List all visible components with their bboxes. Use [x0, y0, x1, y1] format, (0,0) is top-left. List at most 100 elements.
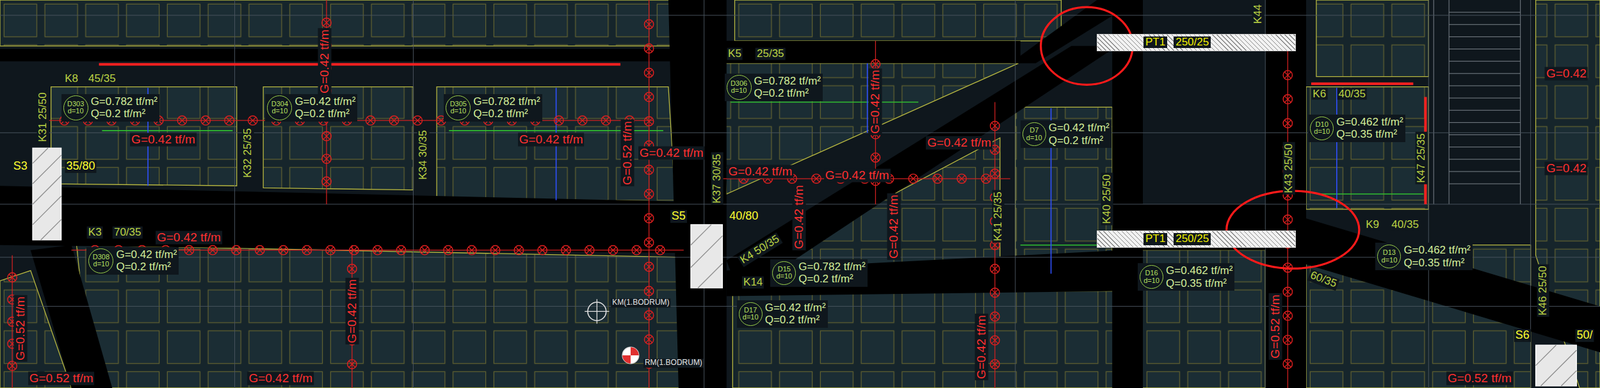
slab-id-text: D10: [1315, 121, 1329, 129]
load-mark: [322, 154, 332, 164]
slab-id-text: D304: [271, 100, 289, 109]
load-mark-cross: [280, 247, 287, 254]
beam-label: 40/35: [1336, 87, 1367, 100]
load-mark: [537, 245, 547, 255]
load-mark-cross: [610, 247, 617, 254]
load-mark-cross: [374, 247, 381, 254]
line-load-label: G=0.42 tf/m: [155, 231, 223, 245]
beam-label: K3: [87, 226, 104, 239]
load-mark-cross: [872, 60, 880, 68]
load-mark: [201, 115, 211, 125]
load-mark: [644, 165, 654, 175]
column-hatch: [32, 147, 1577, 387]
load-mark-cross: [304, 247, 311, 254]
load-mark-cross: [539, 247, 546, 254]
load-mark-cross: [202, 117, 209, 124]
slab-load-column: G=0.782 tf/m²Q=0.2 tf/m²: [473, 95, 540, 121]
load-mark-cross: [646, 166, 653, 173]
load-mark-cross: [646, 263, 653, 271]
stair-lines: [1433, 0, 1520, 205]
load-mark: [322, 131, 332, 141]
load-mark: [231, 245, 241, 255]
load-mark: [981, 174, 991, 184]
beam-label: K43 25/50: [1283, 142, 1296, 195]
load-mark-cross: [646, 45, 653, 52]
load-mark: [467, 245, 477, 255]
slab-load-text: G=0.462 tf/m²: [1403, 243, 1471, 257]
load-mark-cross: [1284, 96, 1292, 103]
load-mark-cross: [646, 118, 653, 125]
load-mark-cross: [398, 247, 405, 254]
load-mark: [932, 174, 942, 184]
slab-id-text: d=10: [775, 272, 792, 281]
load-mark-cross: [934, 175, 941, 182]
load-mark: [248, 115, 258, 125]
load-mark: [322, 17, 332, 27]
load-mark-cross: [610, 247, 617, 254]
load-mark-cross: [1284, 96, 1292, 103]
slab-id-text: d=10: [1313, 128, 1330, 136]
load-mark-cross: [646, 215, 653, 222]
load-mark: [514, 245, 524, 255]
load-mark-cross: [350, 247, 358, 254]
beam-label: K46 25/50: [1536, 264, 1549, 317]
load-mark: [554, 115, 564, 125]
line-load-label: G=0.42 tf/m: [726, 164, 794, 178]
load-mark-cross: [646, 94, 653, 101]
beam-label: K5: [726, 48, 743, 61]
slab-load-text: Q=0.35 tf/m²: [1336, 128, 1403, 141]
load-mark-cross: [391, 117, 398, 124]
load-mark-cross: [991, 361, 999, 368]
line-load-label: G=0.52 tf/m: [1268, 293, 1283, 360]
load-mark-cross: [813, 175, 820, 182]
reference-point-label: KM(1.BODRUM): [610, 298, 671, 308]
load-mark-cross: [991, 170, 999, 177]
load-mark-cross: [646, 263, 653, 271]
load-mark: [608, 245, 618, 255]
load-mark-cross: [813, 175, 820, 182]
load-mark-cross: [646, 288, 653, 295]
slab-id-text: d=10: [271, 107, 288, 116]
load-mark-cross: [1284, 216, 1292, 223]
pile-cap-box: PT1250/25: [1096, 33, 1296, 52]
slab-id-circle: D308d=10: [88, 248, 114, 274]
slab-id-circle: D306d=10: [726, 74, 752, 100]
load-mark: [302, 245, 312, 255]
line-load-label: G=0.52 tf/m: [1446, 371, 1513, 386]
load-mark-cross: [991, 242, 999, 249]
red-markup-lines: [99, 64, 1426, 204]
load-mark-cross: [323, 178, 330, 186]
load-mark-cross: [249, 117, 257, 124]
line-load-label: G=0.42 tf/m: [791, 184, 806, 251]
load-mark-cross: [872, 154, 880, 161]
load-mark-cross: [367, 117, 374, 124]
slab-load-column: G=0.42 tf/m²Q=0.2 tf/m²: [1048, 121, 1110, 147]
load-mark: [349, 245, 359, 255]
load-mark-cross: [202, 117, 209, 124]
load-mark-cross: [444, 247, 452, 254]
load-mark-cross: [991, 146, 999, 154]
load-mark: [1283, 311, 1293, 321]
line-load-label: G=0.52 tf/m: [28, 371, 95, 386]
load-mark-cross: [586, 247, 593, 254]
beam-label: K9: [1364, 218, 1381, 231]
load-mark: [347, 264, 357, 274]
slab-id-text: d=10: [67, 107, 84, 116]
load-mark-cross: [934, 175, 941, 182]
load-mark-cross: [327, 247, 334, 254]
slab-load-tag: D15d=10G=0.782 tf/m²Q=0.2 tf/m²: [770, 259, 867, 287]
slab-id-text: d=10: [731, 87, 748, 95]
load-mark-cross: [646, 94, 653, 101]
slab-load-tag: D303d=10G=0.782 tf/m²Q=0.2 tf/m²: [61, 94, 160, 122]
beam-label: K47 25/35: [1415, 131, 1428, 185]
slab-load-tag: D306d=10G=0.782 tf/m²Q=0.2 tf/m²: [724, 73, 823, 102]
load-mark-cross: [562, 247, 570, 254]
load-mark-cross: [323, 155, 330, 162]
slab-load-text: Q=0.2 tf/m²: [798, 272, 865, 286]
slab-load-column: G=0.462 tf/m²Q=0.35 tf/m²: [1403, 243, 1471, 269]
load-mark-cross: [872, 60, 880, 68]
slab-id-circle: D304d=10: [266, 95, 292, 121]
load-mark-cross: [958, 175, 965, 182]
